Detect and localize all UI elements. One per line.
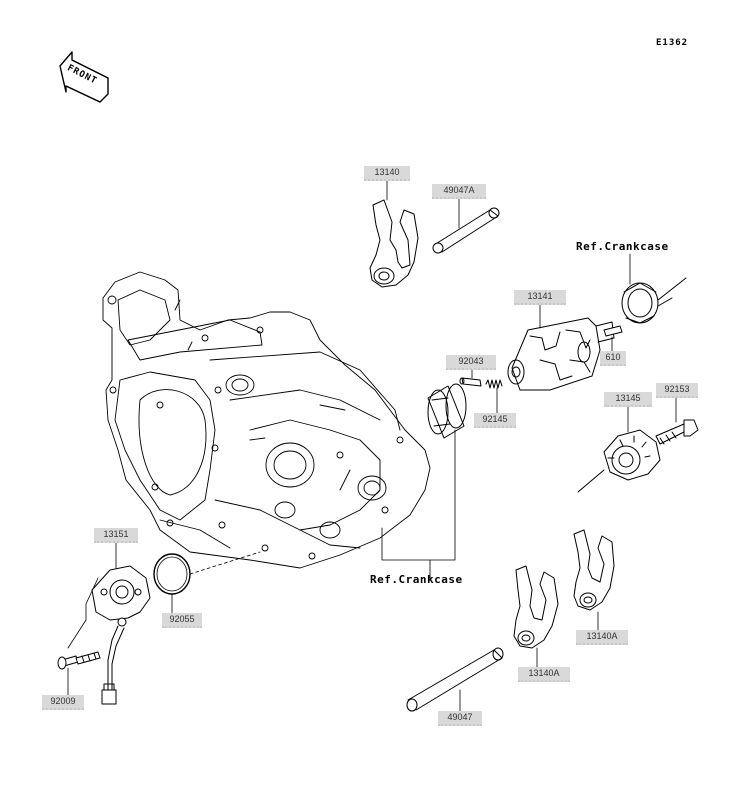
part-label-92145[interactable]: 92145 <box>474 413 516 428</box>
part-label-13140A-left[interactable]: 13140A <box>518 667 570 682</box>
pin-92043 <box>459 377 482 387</box>
shift-fork-13140 <box>369 199 419 288</box>
part-label-92009[interactable]: 92009 <box>42 695 84 710</box>
part-label-13140A-right[interactable]: 13140A <box>576 630 628 645</box>
part-label-49047[interactable]: 49047 <box>438 711 482 726</box>
bearing-top <box>621 277 687 324</box>
shift-rod-49047 <box>406 647 504 712</box>
shift-drum-13141 <box>507 317 615 391</box>
shift-rod-49047A <box>432 207 500 254</box>
ref-crankcase-top: Ref.Crankcase <box>576 240 669 253</box>
screw-92009 <box>57 651 101 670</box>
front-arrow-icon <box>59 51 109 103</box>
pin-610 <box>603 325 623 337</box>
part-label-92153[interactable]: 92153 <box>656 383 698 398</box>
part-label-13145[interactable]: 13145 <box>604 392 652 407</box>
shift-fork-13140A-left <box>513 565 559 649</box>
part-label-13140[interactable]: 13140 <box>364 166 410 181</box>
diagram-code: E1362 <box>656 38 689 48</box>
part-label-92055[interactable]: 92055 <box>162 613 202 628</box>
part-label-92043[interactable]: 92043 <box>446 355 496 370</box>
part-label-610[interactable]: 610 <box>600 351 626 366</box>
neutral-switch-13151 <box>91 565 151 705</box>
bolt-92153 <box>655 419 699 445</box>
part-label-13141[interactable]: 13141 <box>514 290 566 305</box>
ref-crankcase-bottom: Ref.Crankcase <box>370 573 463 586</box>
drum-holder-13145 <box>577 429 661 493</box>
spring-92145 <box>485 379 503 389</box>
part-label-13151[interactable]: 13151 <box>94 528 138 543</box>
bearing-center <box>427 383 467 439</box>
shift-fork-13140A-right <box>573 529 615 611</box>
crankcase-housing <box>102 271 431 569</box>
part-label-49047A[interactable]: 49047A <box>432 184 486 199</box>
o-ring-92055 <box>153 553 191 595</box>
